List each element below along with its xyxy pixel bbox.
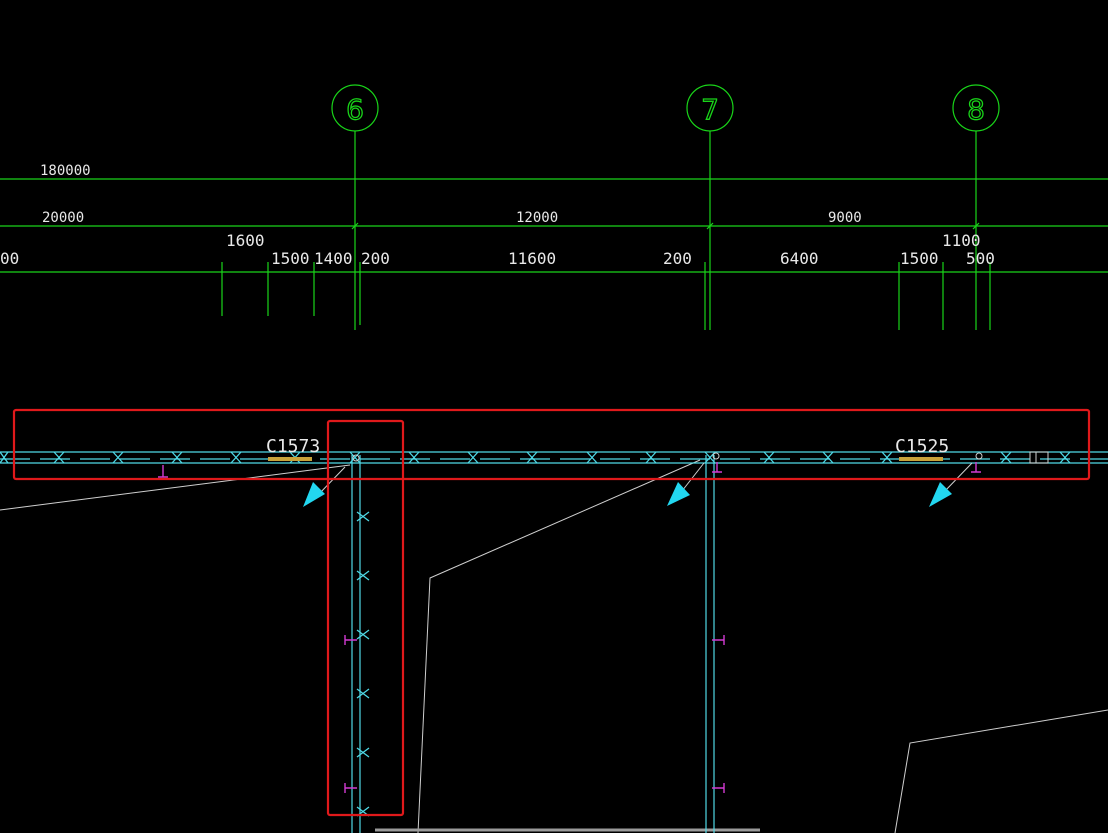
dim-detail-10: 500 <box>966 249 995 268</box>
structure-markers <box>158 462 981 793</box>
dim-detail-3: 1400 <box>314 249 353 268</box>
axis-6[interactable]: 6 <box>331 84 379 330</box>
dim-detail-4: 200 <box>361 249 390 268</box>
window-label-c1573: C1573 <box>266 436 320 457</box>
highlight-horizontal-wall[interactable] <box>12 408 1091 481</box>
dimension-line-bays: 20000 12000 9000 <box>0 210 1108 230</box>
window-c1525[interactable]: C1525 <box>895 436 949 461</box>
axis-label-6: 6 <box>346 93 364 126</box>
window-frame-c1525 <box>899 457 943 461</box>
wall-markers-horizontal <box>0 451 1071 464</box>
window-label-c1525: C1525 <box>895 436 949 457</box>
dim-bay-1: 20000 <box>42 210 84 226</box>
dim-detail-6: 200 <box>663 249 692 268</box>
dim-detail-5: 11600 <box>508 249 556 268</box>
window-c1573[interactable]: C1573 <box>266 436 320 461</box>
dim-bay-3: 9000 <box>828 210 862 226</box>
axis-7[interactable]: 7 <box>686 84 734 330</box>
direction-arrows <box>303 462 973 507</box>
dimension-line-total: 180000 <box>0 163 1108 180</box>
dim-detail-9: 1100 <box>942 231 981 250</box>
highlight-vertical-wall[interactable] <box>326 419 405 817</box>
window-frame-c1573 <box>268 457 312 461</box>
dim-detail-1: 1600 <box>226 231 265 250</box>
dim-bay-2: 12000 <box>516 210 558 226</box>
dim-detail-2: 1500 <box>271 249 310 268</box>
dim-detail-7: 6400 <box>780 249 819 268</box>
axis-label-7: 7 <box>701 93 719 126</box>
axis-label-8: 8 <box>967 93 985 126</box>
dim-detail-8: 1500 <box>900 249 939 268</box>
wall-markers-vertical <box>356 511 370 817</box>
dim-total: 180000 <box>40 163 91 179</box>
arrow-icon-3 <box>929 482 952 507</box>
terrain-lines <box>0 459 1108 833</box>
dimension-line-details: 00 1600 1500 1400 200 11600 200 6400 150… <box>0 231 1108 330</box>
dim-detail-0: 00 <box>0 249 19 268</box>
vertical-wall-axis-7[interactable] <box>705 455 715 833</box>
axis-8[interactable]: 8 <box>952 84 1000 330</box>
vertical-wall-axis-6[interactable] <box>351 455 361 833</box>
arrow-icon-2 <box>667 482 690 506</box>
node-points <box>352 451 1049 464</box>
arrow-icon-1 <box>303 482 325 507</box>
